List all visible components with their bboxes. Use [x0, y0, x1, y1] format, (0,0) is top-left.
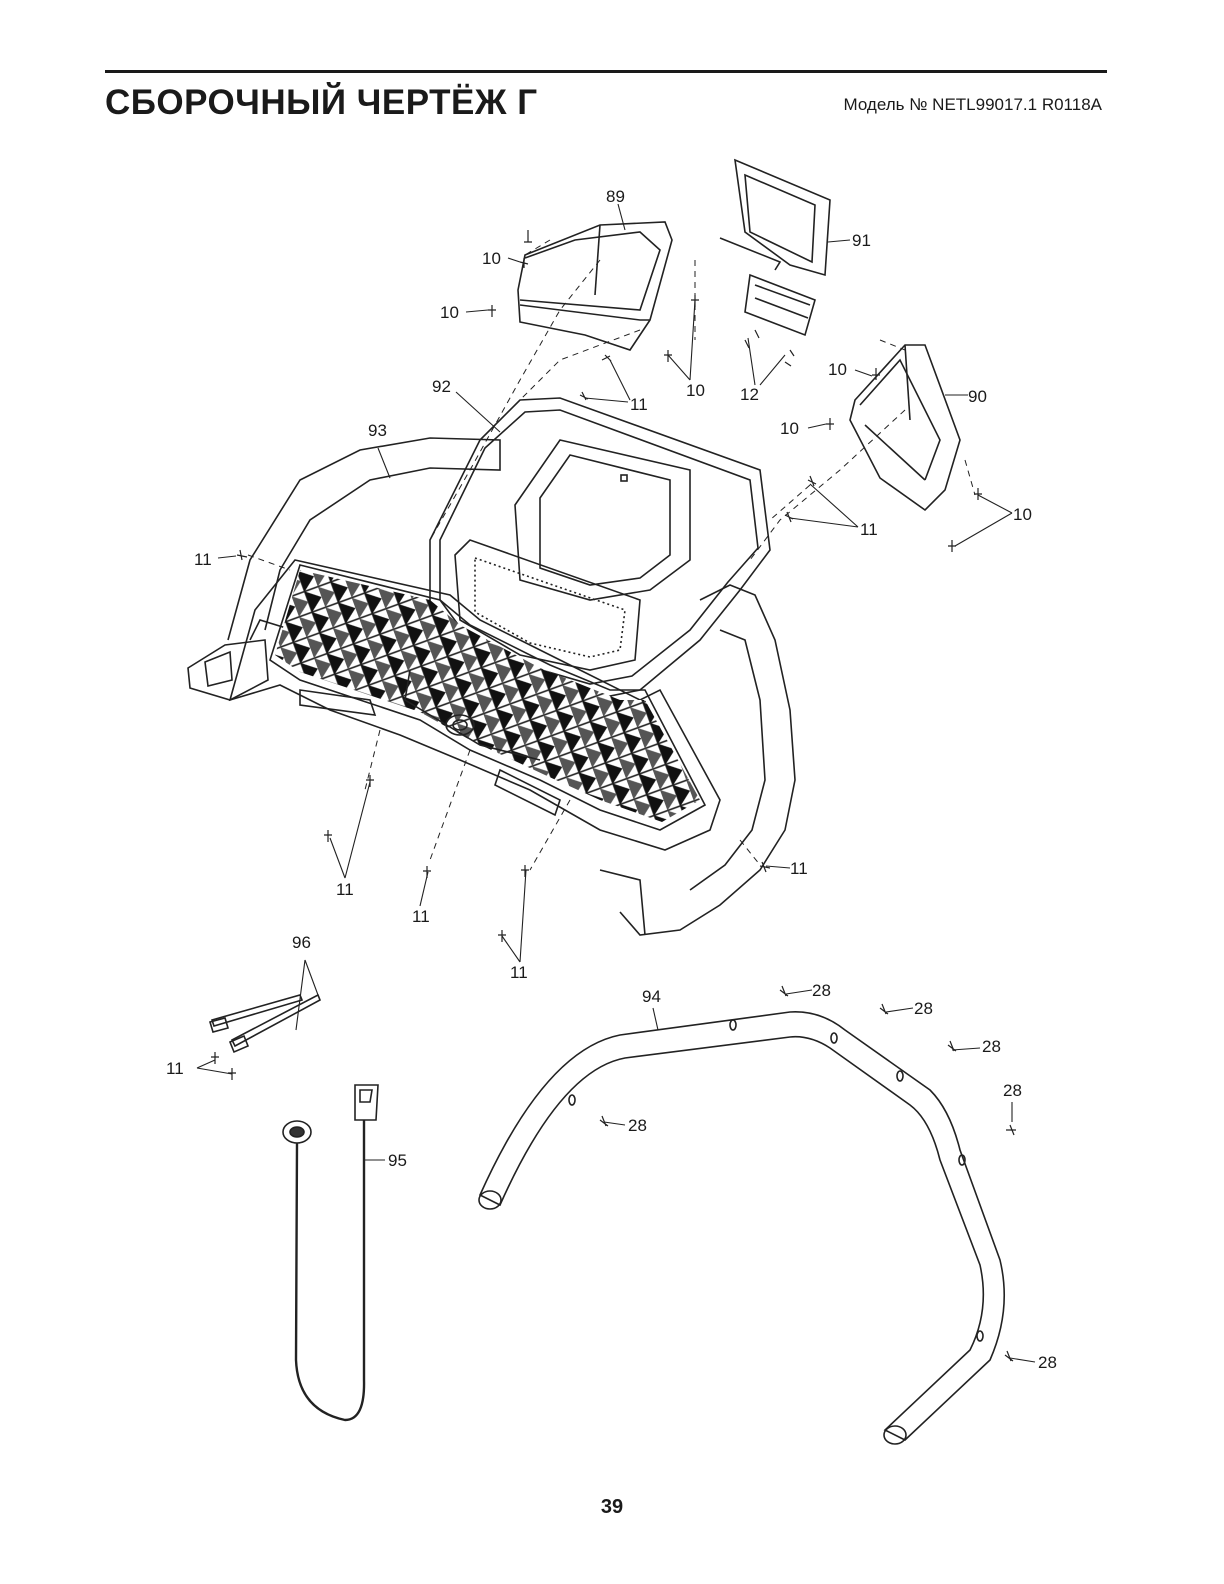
header: СБОРОЧНЫЙ ЧЕРТЁЖ Г Модель № NETL99017.1 … — [105, 70, 1107, 123]
callout-28: 28 — [628, 1116, 647, 1135]
part-94-handrail — [478, 1011, 1006, 1445]
callout-10: 10 — [780, 419, 799, 438]
part-91-tablet-holder — [719, 158, 831, 337]
callout-10: 10 — [440, 303, 459, 322]
callout-10: 10 — [686, 381, 705, 400]
assembly-lines — [247, 239, 976, 871]
part-95-safety-key — [282, 1084, 379, 1422]
callout-11: 11 — [790, 859, 808, 878]
callout-90: 90 — [968, 387, 987, 406]
callout-10: 10 — [482, 249, 501, 268]
callout-11: 11 — [166, 1059, 184, 1078]
console-deck — [228, 559, 721, 851]
callout-96: 96 — [292, 933, 311, 952]
part-89-side-bin — [517, 221, 673, 351]
callout-11: 11 — [194, 550, 212, 569]
callout-94: 94 — [642, 987, 661, 1006]
callout-11: 11 — [630, 395, 648, 414]
callout-10: 10 — [828, 360, 847, 379]
callout-92: 92 — [432, 377, 451, 396]
callout-93: 93 — [368, 421, 387, 440]
callout-12: 12 — [740, 385, 759, 404]
part-96-wire-ties — [208, 993, 322, 1054]
callout-11: 11 — [510, 963, 528, 982]
callout-28: 28 — [812, 981, 831, 1000]
callout-11: 11 — [412, 907, 430, 926]
callout-11: 11 — [860, 520, 878, 539]
part-93-upright-frame — [187, 437, 796, 936]
model-number: Модель № NETL99017.1 R0118A — [843, 95, 1102, 114]
callout-91: 91 — [852, 231, 871, 250]
callout-28: 28 — [982, 1037, 1001, 1056]
callout-labels: 89 91 10 10 10 12 10 10 90 10 92 93 11 1… — [166, 187, 1057, 1372]
page-number: 39 — [600, 1496, 624, 1518]
part-90-side-bin — [849, 344, 961, 512]
callout-28: 28 — [1003, 1081, 1022, 1100]
callout-28: 28 — [914, 999, 933, 1018]
callout-28: 28 — [1038, 1353, 1057, 1372]
leader-lines — [196, 203, 1036, 1363]
callout-95: 95 — [388, 1151, 407, 1170]
callout-11: 11 — [336, 880, 354, 899]
callout-10: 10 — [1013, 505, 1032, 524]
callout-89: 89 — [606, 187, 625, 206]
page-title: СБОРОЧНЫЙ ЧЕРТЁЖ Г — [105, 83, 538, 122]
